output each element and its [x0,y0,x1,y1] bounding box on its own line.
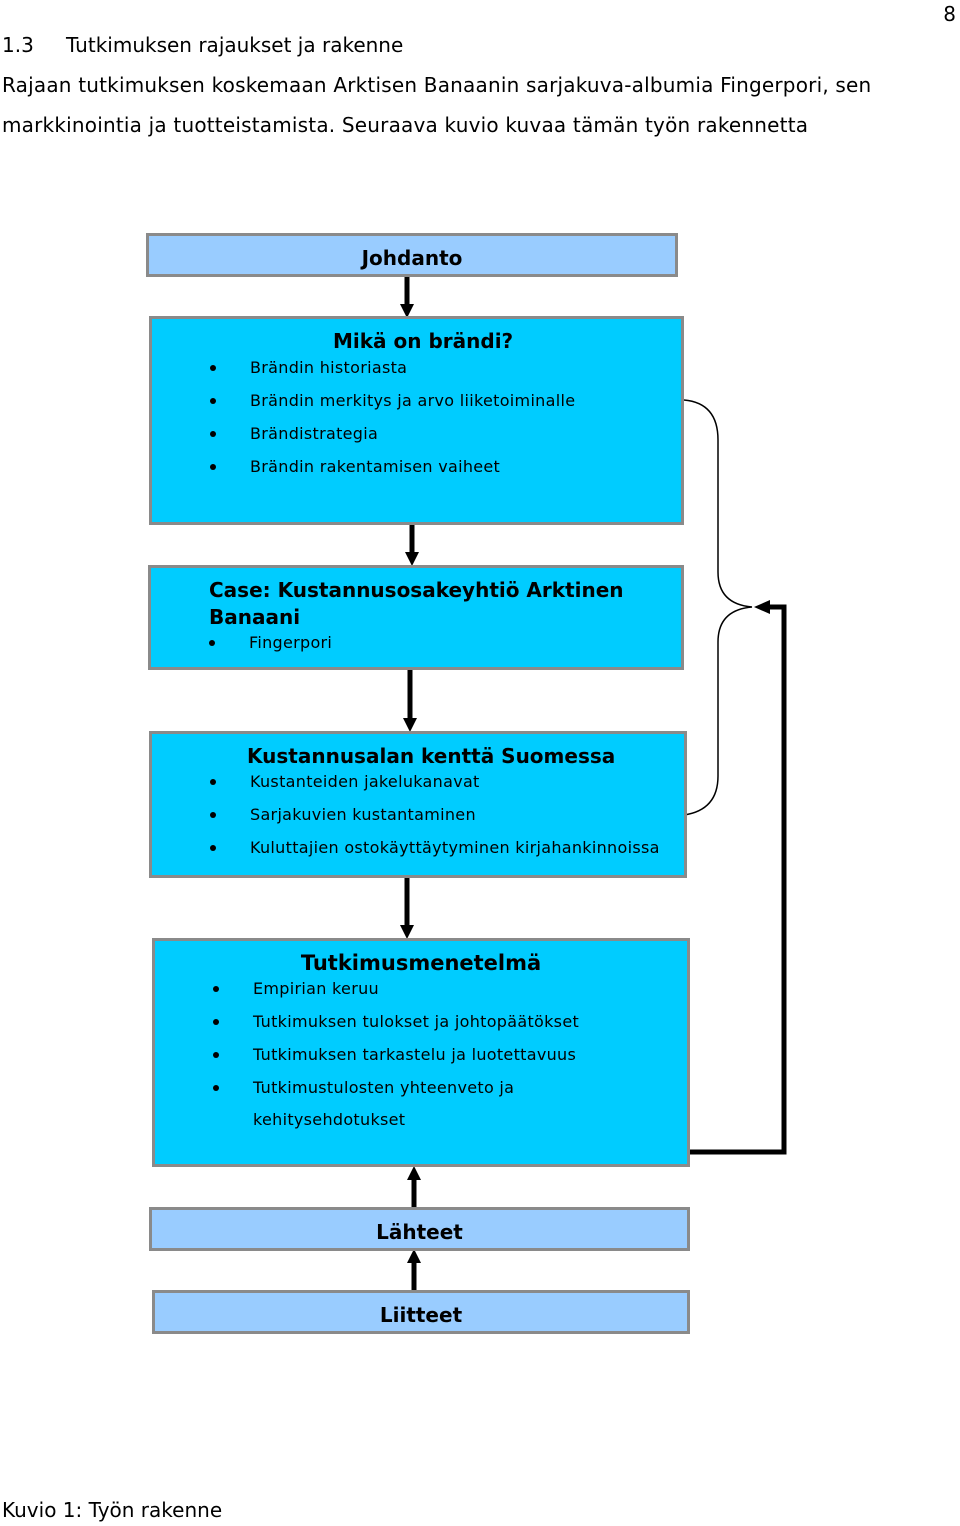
box-case-title-2: Banaani [209,605,301,629]
box-menetelma-continuation: kehitysehdotukset [253,1110,406,1129]
list-item: Kustanteiden jakelukanavat [210,771,660,804]
paragraph-line-1: Rajaan tutkimuksen koskemaan Arktisen Ba… [2,73,872,97]
box-case-list: Fingerpori [208,632,332,665]
box-case-title-1: Case: Kustannusosakeyhtiö Arktinen [209,578,624,602]
box-brandi: Mikä on brändi? Brändin historiasta Brän… [149,316,684,525]
section-number: 1.3 [2,33,34,57]
arrowhead-case-kustannusala [403,718,417,732]
box-kustannusala-title: Kustannusalan kenttä Suomessa [247,744,616,768]
box-menetelma-list: Empirian keruu Tutkimuksen tulokset ja j… [212,978,579,1110]
arrowhead-brandi-case [405,552,419,566]
list-item: Brändistrategia [209,423,575,456]
box-brandi-title: Mikä on brändi? [333,329,514,353]
list-item: Tutkimuksen tarkastelu ja luotettavuus [212,1044,579,1077]
list-item: Fingerpori [208,632,332,665]
box-johdanto: Johdanto [146,233,678,277]
figure-caption: Kuvio 1: Työn rakenne [2,1498,223,1522]
arrowhead-kustannusala-menetelma [400,925,414,939]
list-item: Tutkimuksen tulokset ja johtopäätökset [212,1011,579,1044]
section-heading: 1.3 Tutkimuksen rajaukset ja rakenne [2,33,403,57]
box-liitteet-title: Liitteet [379,1303,463,1327]
list-item: Tutkimustulosten yhteenveto ja [212,1077,579,1110]
box-menetelma-title: Tutkimusmenetelmä [300,951,542,975]
curly-bracket [683,399,753,816]
arrowhead-johdanto-brandi [400,304,414,318]
feedback-arrowhead [754,600,770,614]
list-item: Kuluttajien ostokäyttäytyminen kirjahank… [210,837,660,870]
list-item: Brändin merkitys ja arvo liiketoiminalle [209,390,575,423]
arrowhead-lahteet-menetelma [407,1166,421,1180]
list-item: Sarjakuvien kustantaminen [210,804,660,837]
box-kustannusala: Kustannusalan kenttä Suomessa Kustanteid… [149,731,687,878]
box-lahteet-title: Lähteet [376,1220,463,1244]
feedback-line [689,604,787,1155]
list-item: Empirian keruu [212,978,579,1011]
section-title: Tutkimuksen rajaukset ja rakenne [66,33,404,57]
box-case: Case: Kustannusosakeyhtiö Arktinen Banaa… [148,565,684,670]
box-lahteet: Lähteet [149,1207,690,1251]
box-liitteet: Liitteet [152,1290,690,1334]
box-kustannusala-list: Kustanteiden jakelukanavat Sarjakuvien k… [210,771,660,870]
box-brandi-list: Brändin historiasta Brändin merkitys ja … [209,357,575,489]
paragraph-line-2: markkinointia ja tuotteistamista. Seuraa… [2,113,809,137]
list-item: Brändin historiasta [209,357,575,390]
box-menetelma: Tutkimusmenetelmä Empirian keruu Tutkimu… [152,938,690,1167]
arrowhead-liitteet-lahteet [407,1249,421,1263]
list-item: Brändin rakentamisen vaiheet [209,456,575,489]
page-number: 8 [943,2,956,26]
box-johdanto-title: Johdanto [361,246,463,270]
